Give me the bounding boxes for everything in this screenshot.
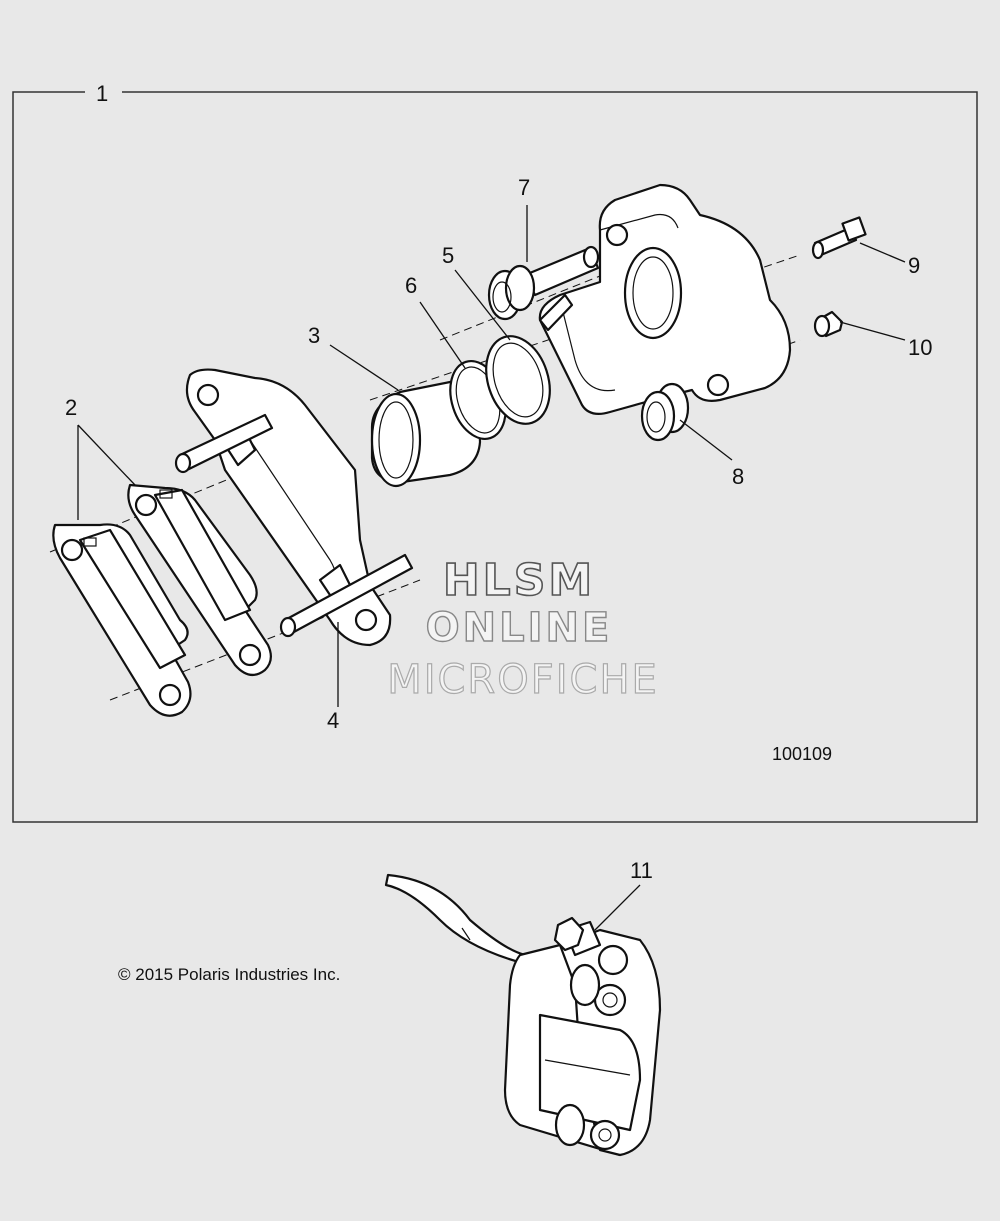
callout-1: 1: [96, 81, 108, 106]
callout-6: 6: [405, 273, 417, 298]
callout-labels: 1 2 3 4 5 6 7 8 9 10 11: [65, 81, 932, 883]
callout-3: 3: [308, 323, 320, 348]
watermark-line-2: ONLINE: [426, 605, 613, 651]
callout-4: 4: [327, 708, 339, 733]
callout-9: 9: [908, 253, 920, 278]
watermark-line-3: MICROFICHE: [387, 657, 659, 703]
callout-7: 7: [518, 175, 530, 200]
caliper-mounting-bracket: [174, 368, 414, 647]
bleeder-screw: [811, 216, 867, 260]
dust-seal: [485, 335, 551, 425]
installed-caliper-assembly: [384, 873, 662, 1157]
watermark-line-1: HLSM: [443, 555, 595, 606]
caliper-body: [538, 183, 792, 415]
assembly-frame: [12, 91, 978, 823]
callout-8: 8: [732, 464, 744, 489]
leader-lines: [77, 205, 906, 931]
callout-2: 2: [65, 395, 77, 420]
callout-5: 5: [442, 243, 454, 268]
callout-11: 11: [630, 858, 653, 883]
inner-brake-pad: [127, 483, 272, 677]
watermark: HLSM ONLINE MICROFICHE: [387, 554, 659, 703]
copyright-notice: © 2015 Polaris Industries Inc.: [118, 965, 340, 984]
illustration-number: 100109: [772, 744, 832, 764]
outer-brake-pad: [52, 523, 192, 717]
callout-10: 10: [908, 335, 932, 360]
bleeder-cap: [813, 310, 844, 338]
guide-pin-boot-upper: [487, 245, 600, 321]
